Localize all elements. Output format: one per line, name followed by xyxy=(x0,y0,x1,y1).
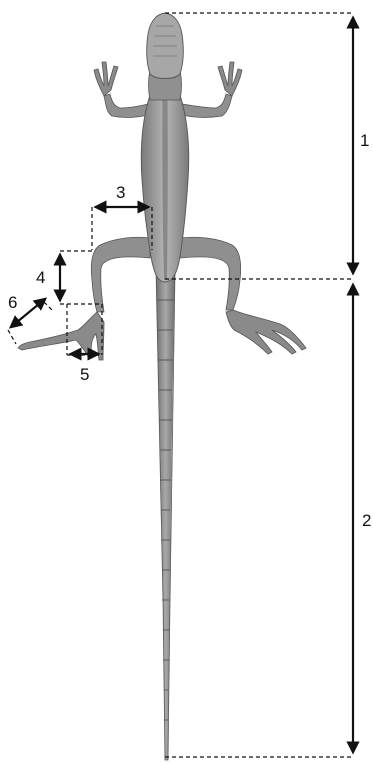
measurement-4-label: 4 xyxy=(36,268,45,287)
measurement-6: 6 xyxy=(8,293,52,344)
lizard-tail xyxy=(156,270,175,760)
right-front-leg xyxy=(182,94,232,117)
right-hind-leg xyxy=(180,237,241,310)
left-front-hand xyxy=(94,62,118,96)
measurement-2-label: 2 xyxy=(362,511,371,530)
left-hind-foot xyxy=(18,312,104,360)
measurement-6-top-guide xyxy=(44,302,52,310)
measurement-6-label: 6 xyxy=(8,293,17,312)
measurement-2: 2 xyxy=(165,285,371,757)
measurement-1-label: 1 xyxy=(360,131,369,150)
right-front-hand xyxy=(218,62,242,96)
left-front-leg xyxy=(104,94,148,117)
right-hind-foot xyxy=(226,310,306,354)
measurement-3-label: 3 xyxy=(116,183,125,202)
annotations: 1 2 3 4 5 xyxy=(8,13,371,757)
lizard xyxy=(18,13,306,760)
measurement-6-bottom-guide xyxy=(8,330,16,344)
measurement-5-label: 5 xyxy=(80,365,89,384)
left-hind-leg xyxy=(91,237,150,312)
